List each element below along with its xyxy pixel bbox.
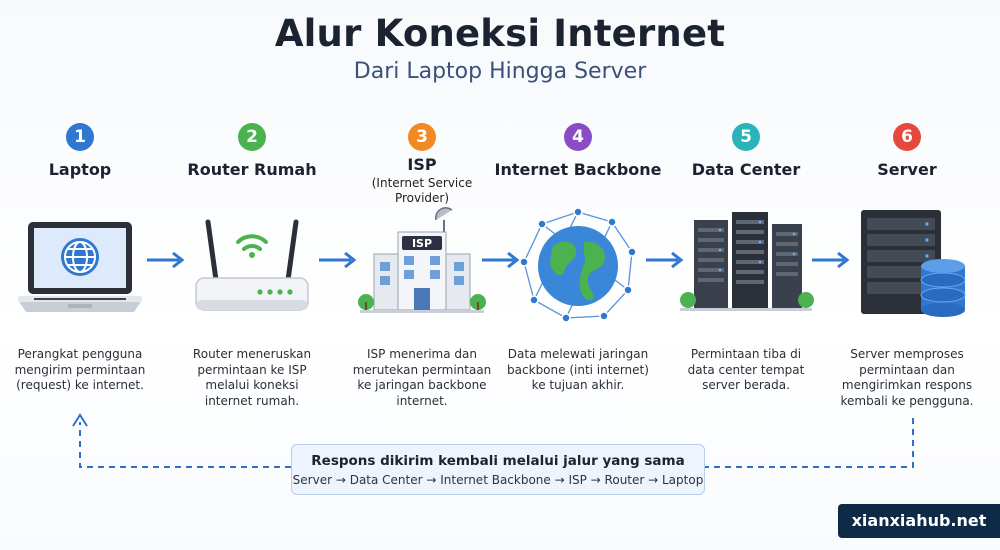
arrow-right-icon xyxy=(812,251,850,269)
step-label: Data Center xyxy=(691,160,801,179)
arrow-right-icon xyxy=(147,251,185,269)
step-laptop: 1 Laptop Perangkat pengguna mengirim per… xyxy=(0,0,165,550)
step-number-badge: 6 xyxy=(893,123,921,151)
watermark: xianxiahub.net xyxy=(838,504,1000,538)
laptop-icon xyxy=(18,222,142,312)
step-label: Laptop xyxy=(48,160,112,179)
globe-network-icon xyxy=(519,207,637,323)
step-description: Server memproses permintaan dan mengirim… xyxy=(840,347,974,408)
return-path-title: Respons dikirim kembali melalui jalur ya… xyxy=(311,453,685,469)
step-router: 2 Router Rumah Router meneruskan permint… xyxy=(167,0,337,550)
arrow-right-icon xyxy=(319,251,357,269)
step-number-badge: 3 xyxy=(408,123,436,151)
return-path-box: Respons dikirim kembali melalui jalur ya… xyxy=(291,444,705,495)
server-icon xyxy=(861,210,966,317)
step-label: ISP xyxy=(407,155,437,174)
arrow-right-icon xyxy=(482,251,520,269)
return-path-route: Server → Data Center → Internet Backbone… xyxy=(292,473,704,487)
step-number-badge: 4 xyxy=(564,123,592,151)
isp-sign: ISP xyxy=(412,237,432,250)
page-subtitle: Dari Laptop Hingga Server xyxy=(353,59,647,84)
router-icon xyxy=(195,219,309,311)
step-server: 6 Server Server memproses permintaan dan… xyxy=(822,0,992,550)
step-description: ISP menerima dan merutekan permintaan ke… xyxy=(352,347,492,408)
step-number-badge: 2 xyxy=(238,123,266,151)
step-isp: 3 ISP (Internet Service Provider) ISP IS… xyxy=(337,0,507,550)
step-description: Permintaan tiba di data center tempat se… xyxy=(687,347,805,392)
step-description: Perangkat pengguna mengirim permintaan (… xyxy=(14,347,146,392)
data-center-icon xyxy=(680,212,814,311)
step-sublabel: (Internet Service Provider) xyxy=(371,176,473,205)
step-data-center: 5 Data Center Permintaan tiba di data ce… xyxy=(661,0,831,550)
step-description: Data melewati jaringan backbone (inti in… xyxy=(507,347,649,392)
step-backbone: 4 Internet Backbone Data melewati jaring… xyxy=(493,0,663,550)
step-number-badge: 5 xyxy=(732,123,760,151)
arrow-right-icon xyxy=(646,251,684,269)
page-title: Alur Koneksi Internet xyxy=(274,12,726,55)
step-number-badge: 1 xyxy=(66,123,94,151)
step-label: Internet Backbone xyxy=(494,160,662,179)
isp-building-icon: ISP xyxy=(358,207,486,313)
step-label: Router Rumah xyxy=(187,160,317,179)
step-label: Server xyxy=(877,160,937,179)
step-description: Router meneruskan permintaan ke ISP mela… xyxy=(192,347,312,408)
